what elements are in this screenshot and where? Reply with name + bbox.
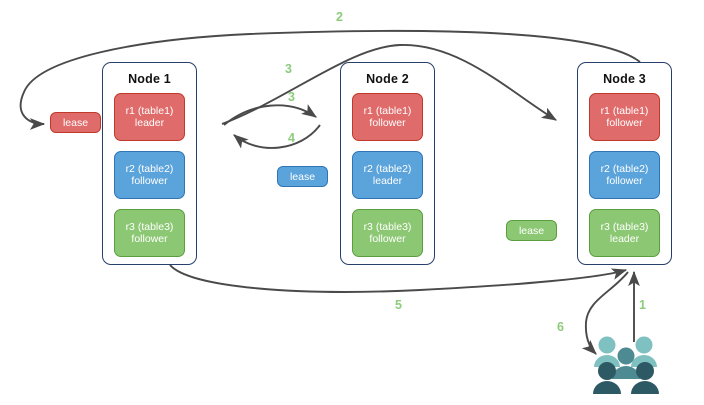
node-3-container: Node 3 r1 (table1) follower r2 (table2) …	[577, 62, 672, 265]
replica-line2: follower	[369, 233, 406, 245]
step-label-4: 4	[288, 131, 295, 145]
replica-line2: follower	[369, 117, 406, 129]
node-2-replica-r3[interactable]: r3 (table3) follower	[352, 209, 423, 257]
replica-line1: r3 (table3)	[125, 220, 174, 233]
step-label-3b: 3	[288, 90, 295, 104]
node-3-replica-r3[interactable]: r3 (table3) leader	[589, 209, 660, 257]
replica-line2: follower	[131, 233, 168, 245]
node-2-container: Node 2 r1 (table1) follower r2 (table2) …	[340, 62, 435, 265]
arrow-step-3-short	[223, 104, 317, 126]
replica-line1: r1 (table1)	[125, 104, 174, 117]
replica-line2: follower	[606, 117, 643, 129]
arrow-step-3-long	[221, 44, 557, 125]
replica-line2: leader	[372, 175, 403, 187]
node-2-title: Node 2	[366, 72, 409, 86]
replica-line2: follower	[131, 175, 168, 187]
replica-line2: leader	[609, 233, 640, 245]
node-3-replica-r2[interactable]: r2 (table2) follower	[589, 151, 660, 199]
lease-badge-r3[interactable]: lease	[506, 220, 557, 241]
node-1-replica-r2[interactable]: r2 (table2) follower	[114, 151, 185, 199]
step-label-2: 2	[336, 10, 343, 24]
step-label-3a: 3	[285, 62, 292, 76]
arrow-step-6	[581, 271, 629, 355]
arrow-step-4	[233, 124, 321, 149]
node-1-replica-r3[interactable]: r3 (table3) follower	[114, 209, 185, 257]
node-1-title: Node 1	[128, 72, 171, 86]
node-2-replica-r2[interactable]: r2 (table2) leader	[352, 151, 423, 199]
replica-line1: r1 (table1)	[600, 104, 649, 117]
node-1-container: Node 1 r1 (table1) leader r2 (table2) fo…	[102, 62, 197, 265]
replica-line1: r1 (table1)	[363, 104, 412, 117]
node-1-replica-r1[interactable]: r1 (table1) leader	[114, 93, 185, 141]
replica-line1: r2 (table2)	[600, 162, 649, 175]
replica-line2: follower	[606, 175, 643, 187]
replica-line1: r2 (table2)	[125, 162, 174, 175]
step-label-5: 5	[395, 298, 402, 312]
step-label-6: 6	[557, 320, 564, 334]
node-3-title: Node 3	[603, 72, 646, 86]
arrow-step-2	[19, 29, 641, 130]
replica-line1: r2 (table2)	[363, 162, 412, 175]
replica-line1: r3 (table3)	[600, 220, 649, 233]
lease-badge-r1[interactable]: lease	[50, 112, 101, 133]
arrow-step-5	[169, 264, 628, 293]
lease-badge-r2[interactable]: lease	[277, 166, 328, 187]
replica-line1: r3 (table3)	[363, 220, 412, 233]
node-3-replica-r1[interactable]: r1 (table1) follower	[589, 93, 660, 141]
replica-line2: leader	[134, 117, 165, 129]
node-2-replica-r1[interactable]: r1 (table1) follower	[352, 93, 423, 141]
step-label-1: 1	[639, 298, 646, 312]
